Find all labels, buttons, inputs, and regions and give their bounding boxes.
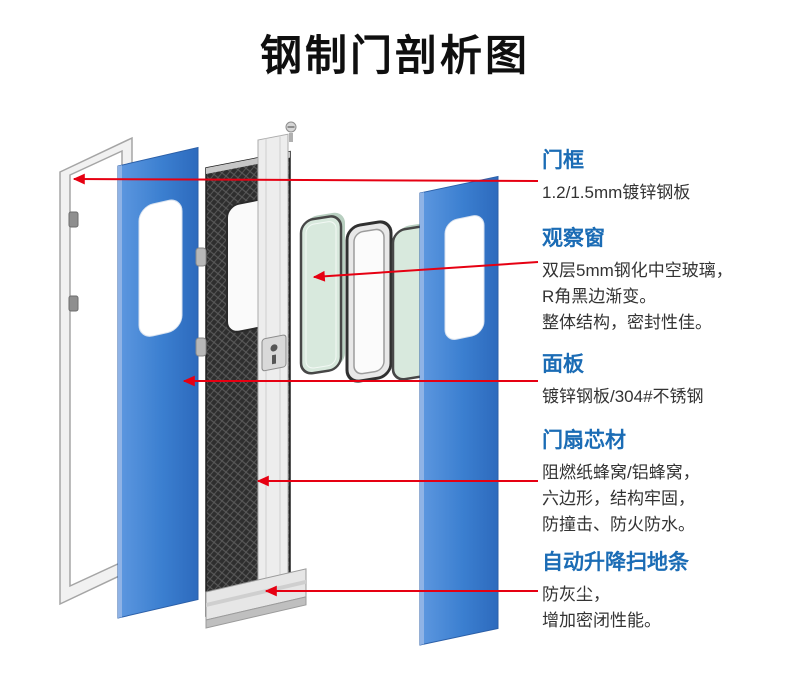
top-screw [285,121,297,142]
annotation-sweep-strip: 自动升降扫地条 防灰尘， 增加密闭性能。 [542,550,788,634]
door-lock [261,334,287,372]
annotation-line: 镀锌钢板/304#不锈钢 [542,387,704,406]
front-panel-window-cutout [138,199,183,337]
annotation-line: R角黑边渐变。 [542,287,657,306]
annotation-line: 防灰尘， [542,585,610,604]
annotation-line: 双层5mm钢化中空玻璃， [542,261,733,280]
annotation-line: 增加密闭性能。 [542,611,661,630]
glass-spacer-frame [345,220,393,383]
annotation-heading: 面板 [542,353,584,376]
annotation-line: 阻燃纸蜂窝/铝蜂窝， [542,463,700,482]
glass-panes [299,212,435,383]
annotation-line: 1.2/1.5mm镀锌钢板 [542,183,691,202]
annotation-heading: 门扇芯材 [542,429,626,452]
annotation-door-frame: 门框 1.2/1.5mm镀锌钢板 [542,148,788,206]
front-door-panel [117,146,199,619]
back-door-panel [419,175,499,646]
annotation-heading: 观察窗 [542,227,605,250]
annotation-line: 整体结构，密封性佳。 [542,313,712,332]
arrow-door-frame [72,173,539,185]
back-panel-window-cutout [444,215,485,340]
arrow-observation-window [312,261,539,282]
annotation-heading: 门框 [542,149,584,172]
hinge-knuckles [195,247,207,357]
sweep-strip [205,568,307,629]
annotation-arrows [72,173,539,597]
frame-hinges [68,211,79,312]
annotation-line: 防撞击、防火防水。 [542,515,695,534]
annotation-core: 门扇芯材 阻燃纸蜂窝/铝蜂窝， 六边形，结构牢固， 防撞击、防火防水。 [542,428,788,538]
door-edge-profile [257,133,289,603]
annotation-observation-window: 观察窗 双层5mm钢化中空玻璃， R角黑边渐变。 整体结构，密封性佳。 [542,226,788,336]
annotation-panel: 面板 镀锌钢板/304#不锈钢 [542,352,788,410]
page-title: 钢制门剖析图 [259,32,530,79]
annotation-heading: 自动升降扫地条 [542,551,689,574]
panel-edge-highlight [118,165,122,618]
annotation-line: 六边形，结构牢固， [542,489,695,508]
glass-pane-outer [299,212,345,375]
